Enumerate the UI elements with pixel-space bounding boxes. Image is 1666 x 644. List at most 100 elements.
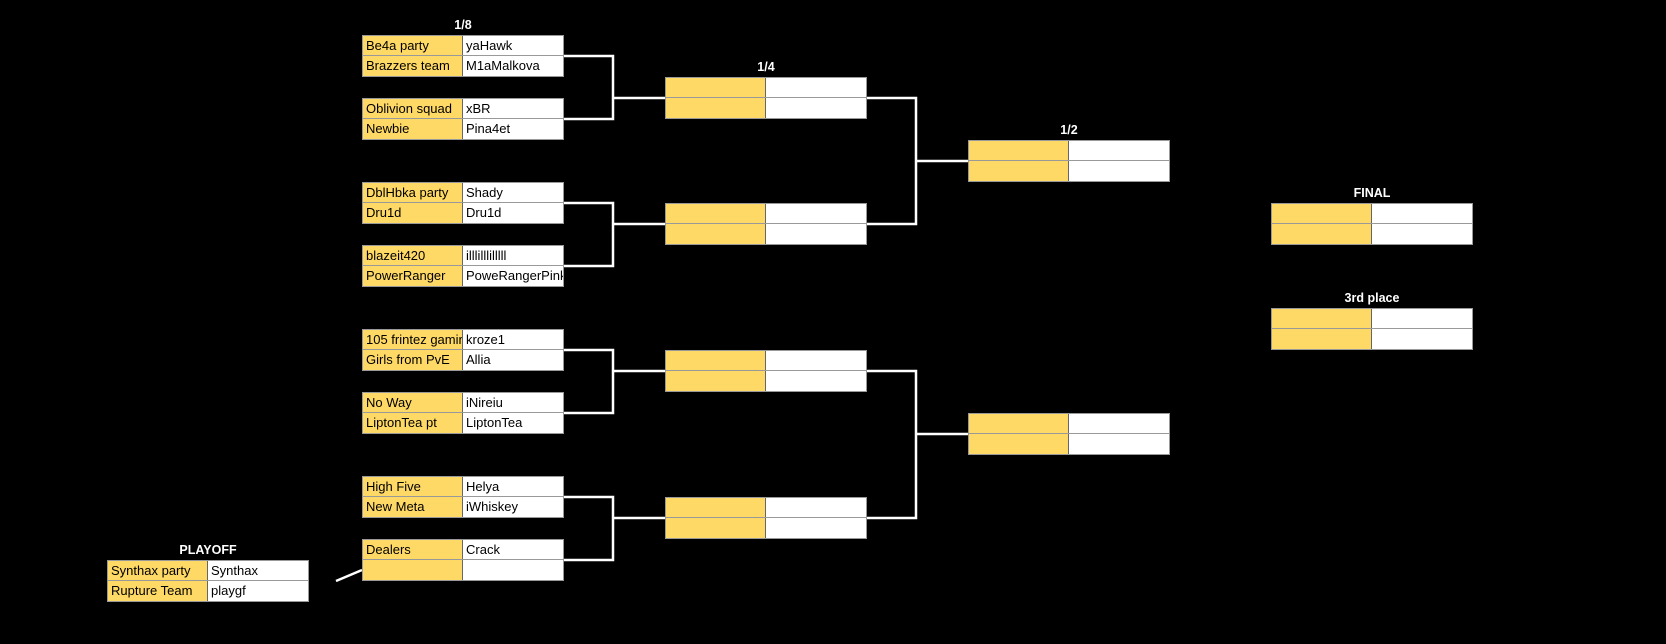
player-name <box>766 351 867 370</box>
round-of-16-match: 105 frintez gaming kroze1 Girls from PvE… <box>362 329 564 371</box>
match-row <box>1271 224 1473 245</box>
team-name <box>1271 224 1372 244</box>
player-name: PoweRangerPink <box>463 266 564 286</box>
player-name <box>766 224 867 244</box>
match-row: Synthax party Synthax <box>107 560 309 581</box>
bracket-connector <box>563 495 615 562</box>
team-name <box>665 518 766 538</box>
match-row <box>665 350 867 371</box>
player-name <box>1372 309 1473 328</box>
team-name <box>968 414 1069 433</box>
bracket-connector <box>866 369 918 520</box>
round-of-16-match: blazeit420 illlilllilllll PowerRanger Po… <box>362 245 564 287</box>
player-name <box>463 560 564 580</box>
round-of-16-match: High Five Helya New Meta iWhiskey <box>362 476 564 518</box>
round-of-16-match: Be4a party yaHawk Brazzers team M1aMalko… <box>362 35 564 77</box>
team-name <box>362 560 463 580</box>
player-name <box>1069 414 1170 433</box>
match-row: DblHbka party Shady <box>362 182 564 203</box>
team-name <box>665 98 766 118</box>
match-row: blazeit420 illlilllilllll <box>362 245 564 266</box>
match-row: Dru1d Dru1d <box>362 203 564 224</box>
player-name <box>1069 161 1170 181</box>
third-place-match <box>1271 308 1473 350</box>
team-name: Oblivion squad <box>362 99 463 118</box>
match-row <box>968 161 1170 182</box>
semifinal-match <box>968 140 1170 182</box>
quarterfinal-match <box>665 77 867 119</box>
semifinal-match <box>968 413 1170 455</box>
team-name: Synthax party <box>107 561 208 580</box>
bracket-connector <box>866 96 918 226</box>
quarterfinal-match <box>665 350 867 392</box>
final-title: FINAL <box>1353 186 1391 200</box>
player-name <box>1069 434 1170 454</box>
quarterfinal-title: 1/4 <box>757 60 775 74</box>
match-row: Girls from PvE Allia <box>362 350 564 371</box>
team-name <box>1271 329 1372 349</box>
round-of-16-match: Dealers Crack <box>362 539 564 581</box>
match-row: Brazzers team M1aMalkova <box>362 56 564 77</box>
bracket-connector <box>335 568 363 583</box>
match-row <box>665 224 867 245</box>
match-row: Rupture Team playgf <box>107 581 309 602</box>
semifinal-title: 1/2 <box>1060 123 1078 137</box>
match-row: Oblivion squad xBR <box>362 98 564 119</box>
quarterfinal-match <box>665 497 867 539</box>
team-name: Rupture Team <box>107 581 208 601</box>
player-name: yaHawk <box>463 36 564 55</box>
match-row: New Meta iWhiskey <box>362 497 564 518</box>
player-name <box>766 204 867 223</box>
match-row <box>968 140 1170 161</box>
match-row <box>968 434 1170 455</box>
team-name <box>1271 204 1372 223</box>
match-row: Dealers Crack <box>362 539 564 560</box>
team-name: blazeit420 <box>362 246 463 265</box>
team-name: Be4a party <box>362 36 463 55</box>
match-row <box>968 413 1170 434</box>
team-name: Newbie <box>362 119 463 139</box>
match-row <box>1271 329 1473 350</box>
round-of-16-match: No Way iNireiu LiptonTea pt LiptonTea <box>362 392 564 434</box>
team-name <box>665 78 766 97</box>
team-name <box>968 161 1069 181</box>
player-name: Dru1d <box>463 203 564 223</box>
match-row: PowerRanger PoweRangerPink <box>362 266 564 287</box>
bracket-connector <box>563 54 615 121</box>
match-row <box>1271 308 1473 329</box>
player-name <box>1372 204 1473 223</box>
match-row <box>362 560 564 581</box>
match-row: 105 frintez gaming kroze1 <box>362 329 564 350</box>
match-row: Newbie Pina4et <box>362 119 564 140</box>
player-name: iNireiu <box>463 393 564 412</box>
player-name <box>1372 329 1473 349</box>
player-name: Synthax <box>208 561 309 580</box>
team-name: PowerRanger <box>362 266 463 286</box>
match-row <box>665 98 867 119</box>
match-row: Be4a party yaHawk <box>362 35 564 56</box>
player-name: Shady <box>463 183 564 202</box>
team-name <box>968 434 1069 454</box>
player-name: iWhiskey <box>463 497 564 517</box>
playoff-title: PLAYOFF <box>179 543 237 557</box>
team-name: Dru1d <box>362 203 463 223</box>
player-name: xBR <box>463 99 564 118</box>
player-name <box>766 371 867 391</box>
bracket-connector <box>563 348 615 415</box>
match-row <box>665 77 867 98</box>
team-name <box>665 371 766 391</box>
team-name: No Way <box>362 393 463 412</box>
team-name: Girls from PvE <box>362 350 463 370</box>
team-name: Brazzers team <box>362 56 463 76</box>
match-row: No Way iNireiu <box>362 392 564 413</box>
player-name <box>766 78 867 97</box>
team-name <box>665 224 766 244</box>
team-name: High Five <box>362 477 463 496</box>
player-name: kroze1 <box>463 330 564 349</box>
player-name: Pina4et <box>463 119 564 139</box>
team-name <box>968 141 1069 160</box>
player-name: illlilllilllll <box>463 246 564 265</box>
team-name <box>665 498 766 517</box>
team-name: New Meta <box>362 497 463 517</box>
player-name <box>766 98 867 118</box>
